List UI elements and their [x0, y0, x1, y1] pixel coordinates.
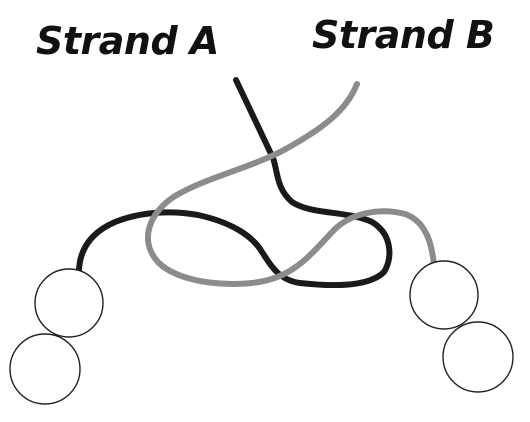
strand-b-line — [145, 81, 437, 287]
bead-b-upper — [409, 260, 479, 330]
bead-b-lower — [442, 321, 514, 393]
bead-a-upper — [34, 268, 104, 338]
strand-a-label: Strand A — [36, 19, 219, 63]
strand-b-label: Strand B — [312, 13, 495, 57]
strand-a-line — [76, 77, 393, 289]
bead-a-lower — [9, 333, 81, 405]
